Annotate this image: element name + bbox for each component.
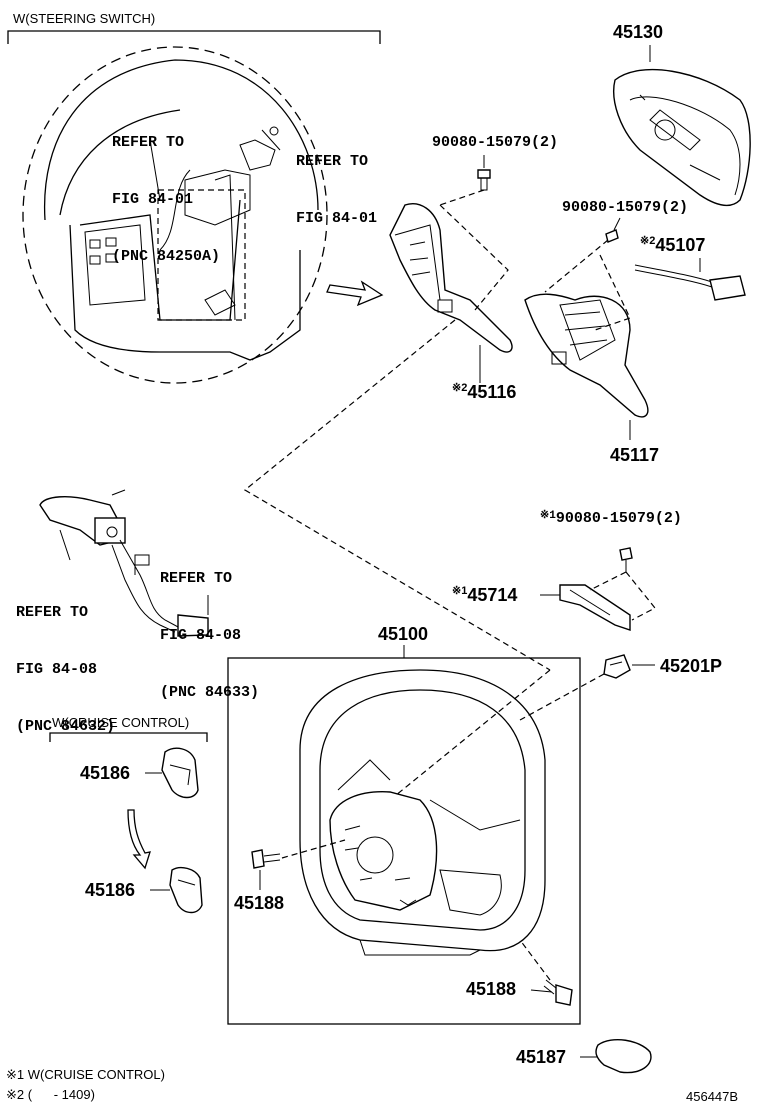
footnote-1: ※1 W(CRUISE CONTROL) (6, 1067, 165, 1082)
part-number-45100: 45100 (378, 624, 429, 644)
steering-wheel-45100 (299, 669, 546, 956)
part-number-45107: ※245107 (640, 235, 706, 255)
part-number-45188-left: 45188 (234, 893, 285, 913)
footnote-mark: ※1 (540, 510, 556, 522)
dashed-leaders (243, 319, 551, 801)
horn-pad-45130 (613, 45, 751, 207)
refer-line: REFER TO (296, 153, 369, 170)
part-number-45714: ※145714 (452, 585, 518, 605)
wire-45107 (634, 258, 746, 301)
part-number-45186-bottom: 45186 (85, 880, 136, 900)
part-number: 45714 (467, 585, 518, 605)
refer-line: REFER TO (160, 570, 233, 587)
part-number: 45116 (467, 382, 517, 402)
footnote-mark: ※2 (452, 382, 468, 394)
switch-45117 (524, 239, 649, 440)
part-number: 45107 (655, 235, 706, 255)
part-number: 90080-15079(2) (555, 510, 682, 527)
nut-45201p (519, 654, 655, 721)
part-number-45187: 45187 (516, 1047, 567, 1067)
illustration-number: 456447B (686, 1089, 739, 1104)
refer-line: FIG 84-01 (112, 191, 194, 208)
refer-line: (PNC 84250A) (112, 248, 221, 265)
screw-upper-left (477, 155, 491, 191)
part-number-45117: 45117 (610, 445, 660, 465)
cover-45714 (540, 547, 656, 631)
footnote-mark: ※1 (452, 585, 468, 597)
refer-line: REFER TO (16, 604, 89, 621)
part-number-45188-bottom: 45188 (466, 979, 517, 999)
cruise-control-bracket (49, 732, 208, 742)
refer-line: FIG 84-08 (160, 627, 242, 644)
switch-45116 (389, 189, 513, 383)
screw-upper-right (605, 217, 621, 243)
refer-fig-84-01-b: REFER TO FIG 84-01 (296, 114, 377, 247)
cruise-control-header: W(CRUISE CONTROL) (52, 715, 190, 730)
refer-line: FIG 84-08 (16, 661, 98, 678)
refer-line: (PNC 84632) (16, 718, 116, 735)
cap-45187 (580, 1038, 652, 1074)
steering-switch-header: W(STEERING SWITCH) (13, 11, 156, 26)
part-number-90080-upper-left: 90080-15079(2) (432, 134, 559, 151)
part-number-90080-upper-right: 90080-15079(2) (562, 199, 689, 216)
screw-45188-bottom (519, 939, 573, 1006)
inset-wheel-detail (22, 46, 328, 384)
part-number-45201p: 45201P (660, 656, 723, 676)
inset-arrow (326, 280, 384, 307)
part-number-45130: 45130 (613, 22, 664, 42)
cruise-part-45186-top (145, 747, 199, 799)
footnote-2: ※2 ( - 1409) (6, 1087, 95, 1102)
refer-fig-84-01-a: REFER TO FIG 84-01 (PNC 84250A) (112, 95, 220, 285)
cruise-switch-assembly (39, 489, 209, 637)
refer-line: (PNC 84633) (160, 684, 260, 701)
refer-line: REFER TO (112, 134, 185, 151)
part-number-45116: ※245116 (452, 382, 517, 402)
part-number-45186-top: 45186 (80, 763, 131, 783)
screw-45188-left (251, 839, 346, 890)
refer-line: FIG 84-01 (296, 210, 378, 227)
refer-fig-84-08-a: REFER TO FIG 84-08 (PNC 84633) (160, 531, 259, 721)
steering-wheel-box (227, 645, 581, 1025)
cruise-part-45186-bottom (150, 866, 203, 914)
refer-fig-84-08-b: REFER TO FIG 84-08 (PNC 84632) (16, 565, 115, 755)
part-number-90080-lower: ※190080-15079(2) (540, 510, 682, 527)
steering-switch-bracket (7, 30, 381, 44)
cruise-arrow (127, 809, 151, 870)
footnote-mark: ※2 (640, 235, 656, 247)
